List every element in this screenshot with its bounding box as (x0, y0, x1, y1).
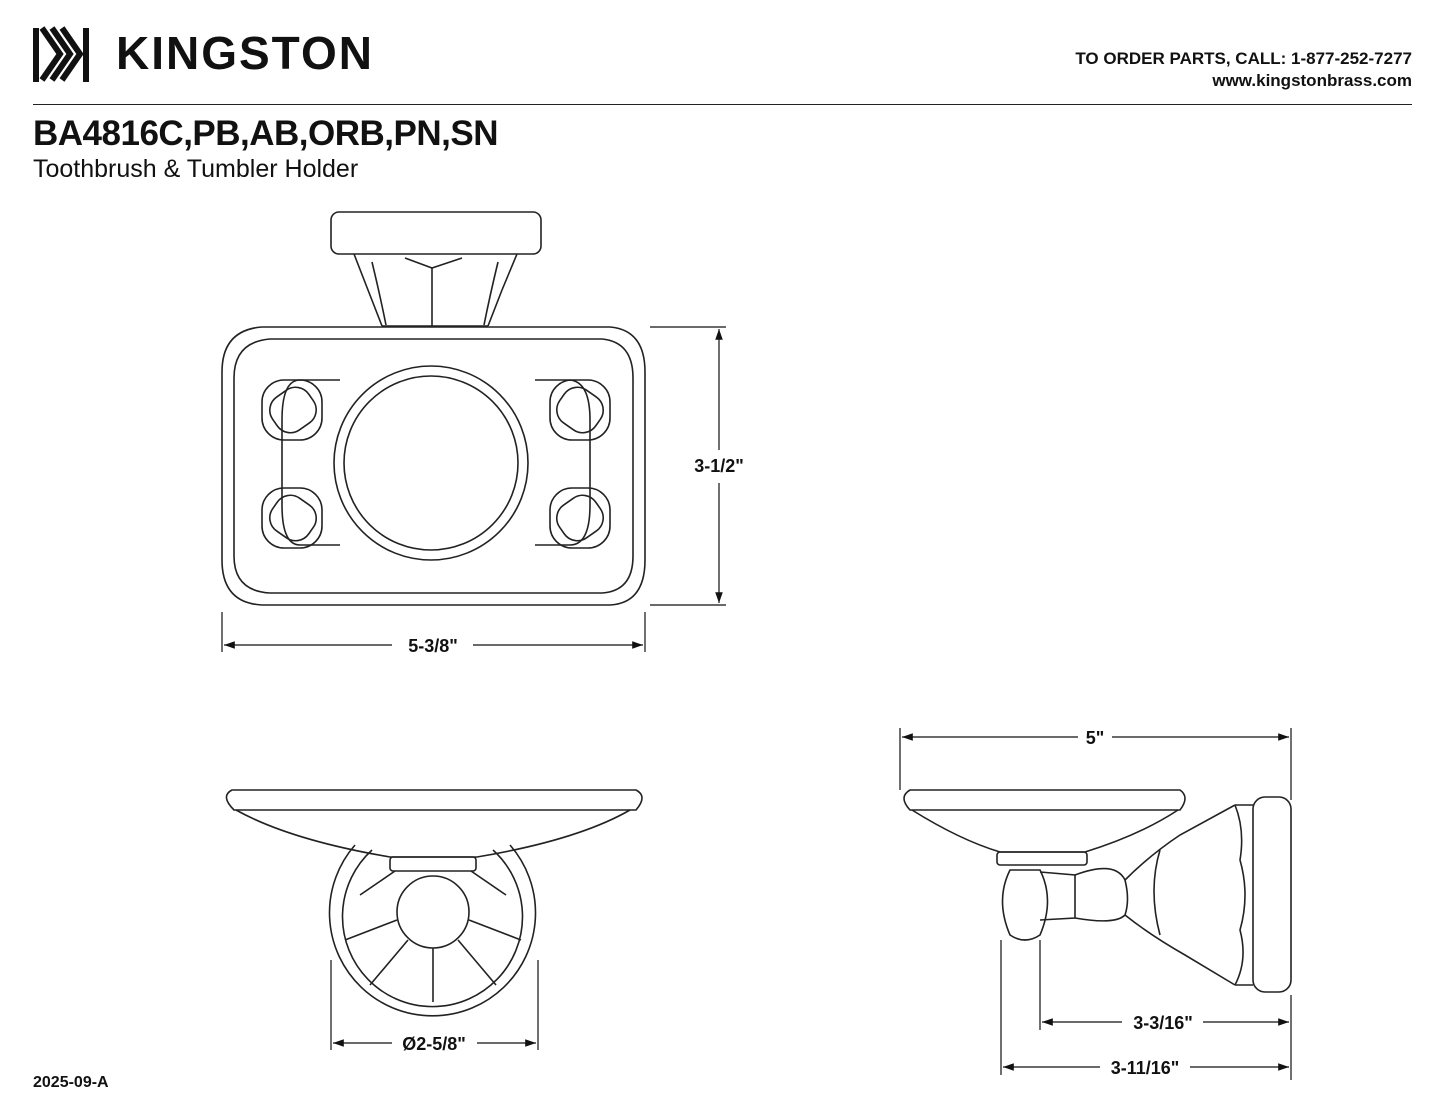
side-view-dimensions (899, 728, 1292, 1080)
side-view (903, 789, 1292, 993)
revision-code: 2025-09-A (33, 1074, 109, 1091)
dim-top-height: 3-1/2" (694, 456, 744, 476)
product-name: Toothbrush & Tumbler Holder (33, 155, 359, 183)
dim-side-overall-depth: 3-11/16" (1111, 1058, 1180, 1078)
brand-name: KINGSTON (116, 27, 374, 79)
front-view (225, 789, 643, 1017)
kingston-monogram-icon (33, 26, 89, 82)
top-view (221, 211, 646, 606)
dim-side-flange-depth: 3-3/16" (1133, 1013, 1193, 1033)
front-view-dimensions (330, 960, 539, 1050)
dim-front-diameter: Ø2-5/8" (402, 1034, 466, 1054)
dim-side-width: 5" (1086, 728, 1105, 748)
dim-top-width: 5-3/8" (408, 636, 458, 656)
kingston-logo (30, 24, 92, 86)
top-view-dimensions (221, 326, 726, 652)
model-number: BA4816C,PB,AB,ORB,PN,SN (33, 114, 499, 153)
website-link[interactable]: www.kingstonbrass.com (1212, 71, 1412, 90)
order-phone: TO ORDER PARTS, CALL: 1-877-252-7277 (1075, 49, 1412, 68)
header-divider (33, 104, 1412, 105)
contact-info: TO ORDER PARTS, CALL: 1-877-252-7277 www… (1075, 48, 1412, 92)
